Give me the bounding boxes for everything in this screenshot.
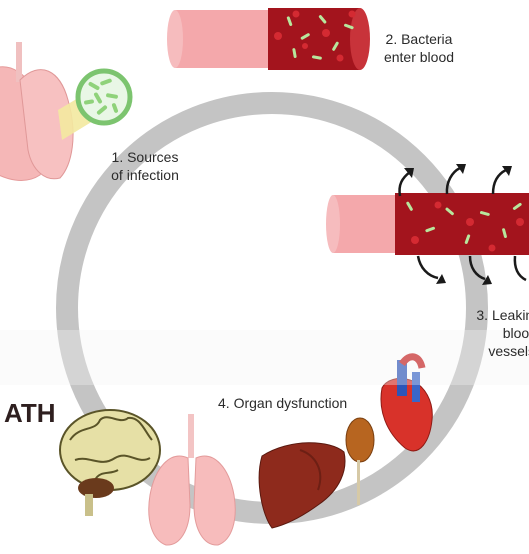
step3-line1: 3. Leaking bbox=[449, 306, 529, 324]
step4-line1: 4. Organ dysfunction bbox=[218, 395, 347, 411]
step1-label: 1. Sources of infection bbox=[106, 148, 184, 184]
step3-line2: blood bbox=[449, 324, 529, 342]
bacteria-magnifier-icon bbox=[78, 71, 130, 123]
step3-label: 3. Leaking blood vessels bbox=[449, 306, 529, 360]
step4-label: 4. Organ dysfunction bbox=[218, 394, 347, 412]
step2-label: 2. Bacteria enter blood bbox=[378, 30, 460, 66]
step1-line1: 1. Sources bbox=[106, 148, 184, 166]
step1-line2: of infection bbox=[106, 166, 184, 184]
step2-line1: 2. Bacteria bbox=[378, 30, 460, 48]
step2-line2: enter blood bbox=[378, 48, 460, 66]
step3-line3: vessels bbox=[449, 342, 529, 360]
blood-vessel-icon bbox=[167, 8, 370, 70]
lungs-icon bbox=[149, 414, 235, 545]
brain-icon bbox=[60, 410, 160, 516]
partial-title: ATH bbox=[4, 398, 56, 429]
